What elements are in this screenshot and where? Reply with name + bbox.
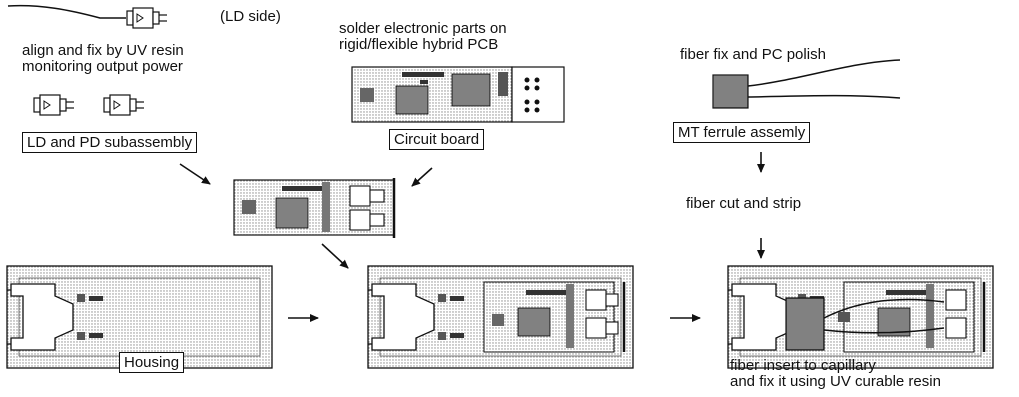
assembled-board-drawing (234, 178, 394, 238)
housing-with-board-drawing (368, 266, 633, 368)
insert-text-line1: fiber insert to capillary (730, 357, 876, 374)
solder-text-line1: solder electronic parts on (339, 20, 507, 37)
ld-subassembly-icon-2 (34, 95, 74, 115)
ld-pd-subassembly-label: LD and PD subassembly (22, 132, 197, 153)
pd-subassembly-icon (104, 95, 144, 115)
insert-text-line2: and fix it using UV curable resin (730, 373, 941, 390)
circuit-board-drawing (352, 67, 564, 122)
align-text-line2: monitoring output power (22, 58, 183, 75)
fiber-fix-text: fiber fix and PC polish (680, 46, 826, 63)
final-module-drawing (728, 266, 993, 368)
pigtail-fiber (8, 6, 126, 18)
mt-ferrule-label: MT ferrule assemly (673, 122, 810, 143)
arrow-circuit-to-board (412, 168, 432, 186)
solder-text-line2: rigid/flexible hybrid PCB (339, 36, 498, 53)
arrow-board-to-housing (322, 244, 348, 268)
ld-subassembly-icon (127, 8, 167, 28)
circuit-board-label: Circuit board (389, 129, 484, 150)
ld-side-text: (LD side) (220, 8, 281, 25)
fiber-cut-text: fiber cut and strip (686, 195, 801, 212)
arrow-subassembly-to-board (180, 164, 210, 184)
align-text-line1: align and fix by UV resin (22, 42, 184, 59)
mt-ferrule-drawing (713, 60, 900, 108)
housing-label: Housing (119, 352, 184, 373)
